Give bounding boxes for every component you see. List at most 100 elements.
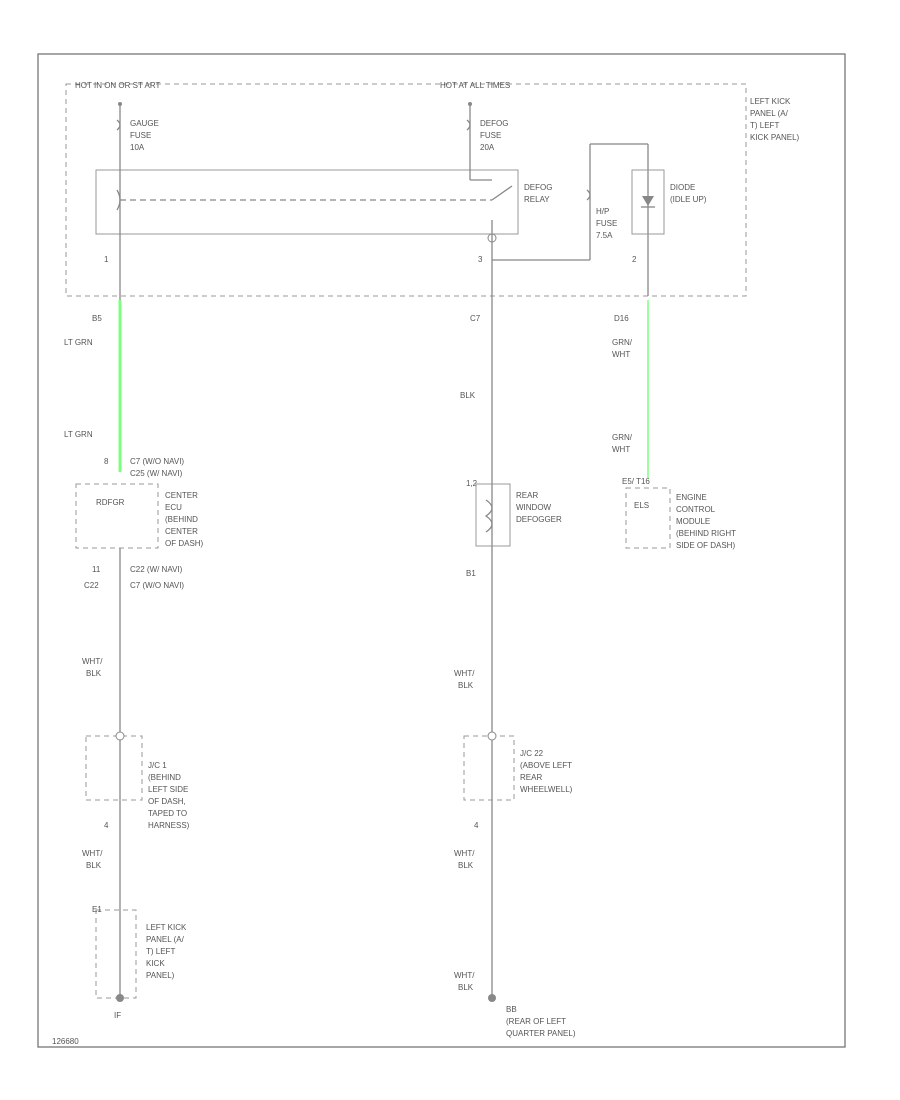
pin-d16: D16: [614, 314, 629, 323]
svg-text:BLK: BLK: [458, 983, 474, 992]
pin-c25-ecu: C25 (W/ NAVI): [130, 469, 183, 478]
svg-text:GAUGE: GAUGE: [130, 119, 159, 128]
defog-fuse: DEFOG FUSE 20A: [466, 102, 508, 180]
svg-text:BLK: BLK: [86, 861, 102, 870]
svg-text:(IDLE UP): (IDLE UP): [670, 195, 707, 204]
jc22-box: [463, 735, 515, 801]
ecm-box: [625, 487, 671, 549]
svg-text:7.5A: 7.5A: [596, 231, 613, 240]
ground-right-label: BB (REAR OF LEFT QUARTER PANEL): [506, 1005, 576, 1038]
svg-text:20A: 20A: [480, 143, 495, 152]
jc1-box: [85, 735, 143, 801]
defog-relay-box: [95, 169, 519, 235]
svg-text:PANEL): PANEL): [146, 971, 175, 980]
wire-lt-grn-top: LT GRN: [64, 338, 93, 347]
pin-4-right: 4: [474, 821, 479, 830]
fuse-box-boundary: [65, 83, 747, 297]
svg-text:WHT/: WHT/: [454, 971, 475, 980]
relay-switch: [491, 185, 513, 201]
svg-text:GRN/: GRN/: [612, 433, 633, 442]
ground-symbol-left: [116, 994, 124, 1002]
wire-lt-grn-bottom: LT GRN: [64, 430, 93, 439]
svg-text:H/P: H/P: [596, 207, 609, 216]
svg-text:BB: BB: [506, 1005, 517, 1014]
fuse-box-location: LEFT KICK PANEL (A/ T) LEFT KICK PANEL): [750, 97, 800, 142]
ecu-signal-label: RDFGR: [96, 498, 125, 507]
svg-text:10A: 10A: [130, 143, 145, 152]
svg-text:CENTER: CENTER: [165, 527, 198, 536]
hp-fuse-label: H/P FUSE 7.5A: [596, 207, 617, 240]
center-ecu-label: CENTER ECU (BEHIND CENTER OF DASH): [165, 491, 204, 548]
svg-text:BLK: BLK: [458, 861, 474, 870]
svg-text:CENTER: CENTER: [165, 491, 198, 500]
relay-coil: [116, 189, 121, 211]
pin-b5: B5: [92, 314, 102, 323]
svg-text:PANEL (A/: PANEL (A/: [146, 935, 185, 944]
pin-3: 3: [478, 255, 483, 264]
svg-text:LEFT KICK: LEFT KICK: [146, 923, 187, 932]
svg-text:DEFOG: DEFOG: [524, 183, 552, 192]
diagram-frame: [37, 53, 846, 1048]
svg-text:LEFT KICK: LEFT KICK: [750, 97, 791, 106]
diode-box: [631, 169, 665, 235]
svg-text:MODULE: MODULE: [676, 517, 710, 526]
pin-c22-right: C22 (W/ NAVI): [130, 565, 183, 574]
gauge-fuse: GAUGE FUSE 10A: [116, 102, 159, 175]
pin-e5-t16: E5/ T16: [622, 477, 650, 486]
svg-text:KICK: KICK: [146, 959, 165, 968]
svg-text:BLK: BLK: [458, 681, 474, 690]
pin-c7: C7: [470, 314, 481, 323]
svg-text:(ABOVE LEFT: (ABOVE LEFT: [520, 761, 572, 770]
svg-text:REAR: REAR: [516, 491, 538, 500]
wire-wht-blk-2: WHT/ BLK: [82, 849, 103, 870]
pin-1-2: 1,2: [466, 479, 478, 488]
ground-symbol-right: [488, 994, 496, 1002]
svg-text:KICK PANEL): KICK PANEL): [750, 133, 800, 142]
hp-fuse-symbol: [586, 189, 591, 201]
svg-text:DEFOG: DEFOG: [480, 119, 508, 128]
defogger-element: [484, 499, 493, 533]
pin-8: 8: [104, 457, 109, 466]
svg-text:WHT/: WHT/: [82, 657, 103, 666]
left-kick-box: [95, 909, 137, 999]
wire-blk: BLK: [460, 391, 476, 400]
svg-text:GRN/: GRN/: [612, 338, 633, 347]
svg-text:HARNESS): HARNESS): [148, 821, 190, 830]
jc22-connector: [487, 731, 497, 741]
jc1-label: J/C 1 (BEHIND LEFT SIDE OF DASH, TAPED T…: [148, 761, 190, 830]
pin-4-left: 4: [104, 821, 109, 830]
wire-wht-blk-4: WHT/ BLK: [454, 849, 475, 870]
rear-defogger-label: REAR WINDOW DEFOGGER: [516, 491, 562, 524]
svg-text:ECU: ECU: [165, 503, 182, 512]
svg-text:OF DASH,: OF DASH,: [148, 797, 186, 806]
rear-defogger-box: [475, 483, 511, 547]
svg-text:FUSE: FUSE: [596, 219, 617, 228]
diagram-code: 126680: [52, 1037, 79, 1046]
svg-text:DIODE: DIODE: [670, 183, 695, 192]
pin-2: 2: [632, 255, 637, 264]
svg-text:(REAR OF LEFT: (REAR OF LEFT: [506, 1017, 566, 1026]
svg-text:FUSE: FUSE: [130, 131, 151, 140]
diode-symbol: [642, 196, 654, 206]
ground-left-label: IF: [114, 1011, 121, 1020]
svg-text:DEFOGGER: DEFOGGER: [516, 515, 562, 524]
svg-text:REAR: REAR: [520, 773, 542, 782]
svg-text:WHEELWELL): WHEELWELL): [520, 785, 573, 794]
svg-text:LEFT SIDE: LEFT SIDE: [148, 785, 188, 794]
svg-text:T) LEFT: T) LEFT: [146, 947, 175, 956]
svg-text:J/C 22: J/C 22: [520, 749, 544, 758]
pin-c22: C22: [84, 581, 99, 590]
svg-text:SIDE OF DASH): SIDE OF DASH): [676, 541, 735, 550]
pin-c7-ecu: C7 (W/O NAVI): [130, 457, 184, 466]
svg-text:J/C 1: J/C 1: [148, 761, 167, 770]
svg-text:RELAY: RELAY: [524, 195, 550, 204]
svg-text:(BEHIND RIGHT: (BEHIND RIGHT: [676, 529, 736, 538]
svg-text:WINDOW: WINDOW: [516, 503, 552, 512]
svg-text:TAPED TO: TAPED TO: [148, 809, 187, 818]
svg-text:(BEHIND: (BEHIND: [165, 515, 198, 524]
pin-b1: B1: [466, 569, 476, 578]
wire-grn-wht-bottom: GRN/ WHT: [612, 433, 633, 454]
center-ecu-box: [75, 483, 159, 549]
wire-grn-wht-top: GRN/ WHT: [612, 338, 633, 359]
